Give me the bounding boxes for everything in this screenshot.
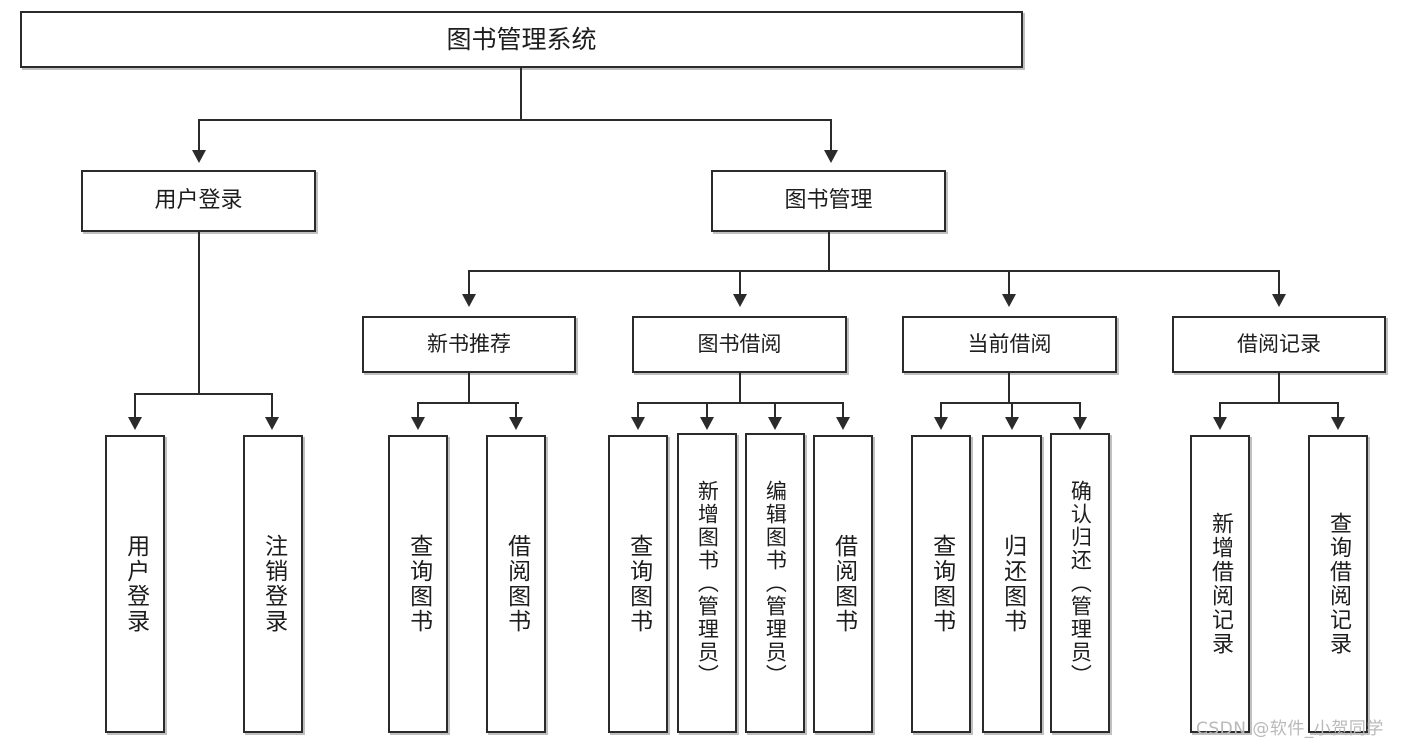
connector-new-book-stem: [468, 373, 470, 403]
arrow-leaf-query-book-3: [934, 417, 948, 430]
node-leaf-confirm-return-admin[interactable]: 确认归还（管理员）: [1050, 433, 1110, 733]
connector-new-book-bus: [417, 402, 519, 404]
arrow-to-new-book: [462, 294, 476, 307]
connector-new-book-left: [417, 402, 419, 418]
connector-to-borrow: [739, 270, 741, 295]
connector-to-new-book: [468, 270, 470, 295]
arrow-to-borrow: [733, 294, 747, 307]
node-label: 查询图书: [405, 534, 432, 634]
node-label: 借阅记录: [1237, 332, 1321, 357]
node-label: 新书推荐: [427, 332, 511, 357]
arrow-leaf-query-book-2: [631, 417, 645, 430]
node-label: 当前借阅: [967, 332, 1052, 357]
node-leaf-query-book-1[interactable]: 查询图书: [388, 435, 448, 733]
node-label: 查询图书: [928, 534, 955, 634]
node-label: 编辑图书（管理员）: [763, 479, 788, 687]
node-label: 图书管理系统: [446, 24, 597, 54]
node-book-management[interactable]: 图书管理: [711, 170, 946, 232]
arrow-leaf-return-book: [1005, 417, 1019, 430]
node-root-system[interactable]: 图书管理系统: [20, 11, 1023, 68]
node-label: 用户登录: [154, 188, 243, 214]
connector-current-c1: [940, 402, 942, 418]
node-leaf-query-book-3[interactable]: 查询图书: [911, 435, 971, 733]
node-label: 借阅图书: [503, 534, 530, 634]
node-leaf-logout[interactable]: 注销登录: [243, 435, 303, 733]
connector-root-bus: [198, 119, 832, 121]
connector-new-book-right: [515, 402, 517, 418]
arrow-leaf-add-book: [700, 417, 714, 430]
connector-book-mgmt-stem: [828, 232, 830, 271]
node-label: 归还图书: [999, 534, 1026, 634]
connector-current-c3: [1079, 402, 1081, 418]
connector-user-login-right: [271, 393, 273, 418]
connector-current-bus: [940, 402, 1081, 404]
node-leaf-query-borrow-record[interactable]: 查询借阅记录: [1308, 435, 1368, 733]
connector-book-mgmt-bus: [468, 270, 1280, 272]
node-borrow-record[interactable]: 借阅记录: [1172, 316, 1386, 373]
node-label: 用户登录: [122, 534, 149, 634]
node-user-login[interactable]: 用户登录: [81, 170, 316, 232]
connector-to-user-login: [198, 119, 200, 152]
arrow-leaf-user-login: [128, 417, 142, 430]
arrow-leaf-logout: [265, 417, 279, 430]
arrow-leaf-edit-book: [768, 417, 782, 430]
connector-record-left: [1219, 402, 1221, 418]
node-label: 新增图书（管理员）: [695, 479, 720, 687]
arrow-to-borrow-record: [1272, 294, 1286, 307]
node-label: 图书借阅: [697, 332, 782, 357]
node-leaf-return-book[interactable]: 归还图书: [982, 435, 1042, 733]
connector-borrow-stem: [739, 373, 741, 403]
node-label: 注销登录: [260, 534, 287, 634]
node-label: 新增借阅记录: [1207, 512, 1233, 656]
arrow-leaf-query-record: [1331, 417, 1345, 430]
node-new-book-recommend[interactable]: 新书推荐: [362, 316, 576, 373]
node-label: 确认归还（管理员）: [1068, 479, 1093, 687]
connector-current-stem: [1008, 373, 1010, 403]
connector-record-right: [1337, 402, 1339, 418]
connector-borrow-bus: [637, 402, 844, 404]
connector-user-login-left: [134, 393, 136, 418]
connector-to-borrow-record: [1278, 270, 1280, 295]
connector-borrow-c4: [842, 402, 844, 418]
node-label: 查询借阅记录: [1325, 512, 1351, 656]
node-label: 查询图书: [625, 534, 652, 634]
connector-root-stem: [520, 68, 522, 120]
node-leaf-add-book-admin[interactable]: 新增图书（管理员）: [677, 433, 737, 733]
connector-to-current-borrow: [1008, 270, 1010, 295]
arrow-leaf-borrow-book-1: [509, 417, 523, 430]
connector-record-bus: [1219, 402, 1339, 404]
node-leaf-user-login[interactable]: 用户登录: [105, 435, 165, 733]
connector-borrow-c3: [774, 402, 776, 418]
connector-user-login-stem: [198, 232, 200, 394]
node-book-borrow[interactable]: 图书借阅: [632, 316, 847, 373]
connector-borrow-c2: [706, 402, 708, 418]
connector-to-book-mgmt: [830, 119, 832, 152]
node-leaf-edit-book-admin[interactable]: 编辑图书（管理员）: [745, 433, 805, 733]
node-current-borrow[interactable]: 当前借阅: [902, 316, 1117, 373]
arrow-to-user-login: [192, 150, 206, 163]
arrow-leaf-add-record: [1213, 417, 1227, 430]
arrow-leaf-borrow-book-2: [836, 417, 850, 430]
node-label: 图书管理: [784, 188, 873, 214]
arrow-to-current-borrow: [1002, 294, 1016, 307]
node-label: 借阅图书: [830, 534, 857, 634]
node-leaf-query-book-2[interactable]: 查询图书: [608, 435, 668, 733]
connector-user-login-bus: [134, 393, 272, 395]
node-leaf-borrow-book-2[interactable]: 借阅图书: [813, 435, 873, 733]
connector-record-stem: [1278, 373, 1280, 403]
connector-borrow-c1: [637, 402, 639, 418]
connector-current-c2: [1011, 402, 1013, 418]
node-leaf-borrow-book-1[interactable]: 借阅图书: [486, 435, 546, 733]
arrow-leaf-confirm-return: [1073, 417, 1087, 430]
node-leaf-add-borrow-record[interactable]: 新增借阅记录: [1190, 435, 1250, 733]
arrow-to-book-mgmt: [824, 150, 838, 163]
arrow-leaf-query-book-1: [411, 417, 425, 430]
